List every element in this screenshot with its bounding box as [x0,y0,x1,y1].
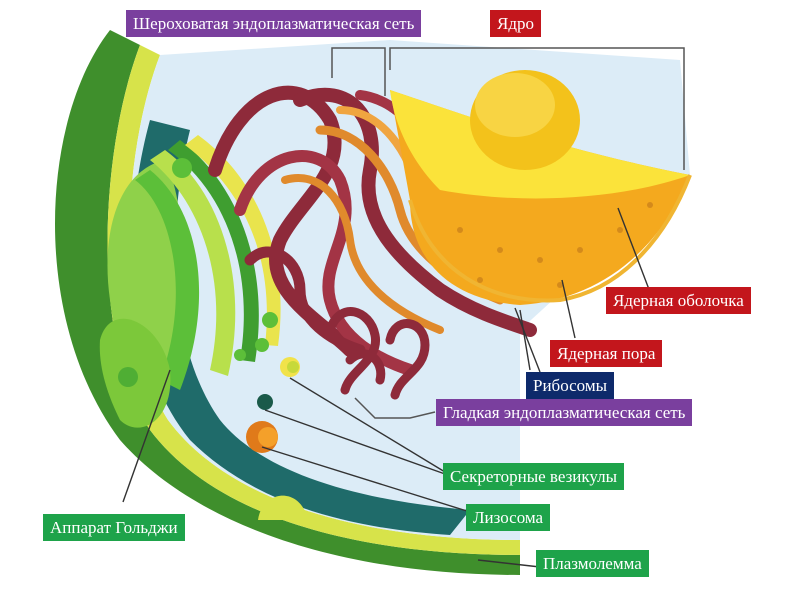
nuclear-envelope-label: Ядерная оболочка [606,287,751,314]
smooth-er-bracket [354,397,436,419]
cytoplasm-dark-region [132,120,470,535]
secretory-vesicle-2 [257,394,273,410]
nucleus-label: Ядро [490,10,541,37]
nucleus-bracket [389,47,685,170]
smooth-er-label: Гладкая эндоплазматическая сеть [436,399,693,426]
nucleus [390,70,692,305]
leader-lines [122,207,651,568]
golgi-label: Аппарат Гольджи [43,514,185,541]
secretory-vesicles-label: Секреторные везикулы [443,463,625,490]
nuclear-pore-label: Ядерная пора [550,340,663,367]
smooth-er [325,307,430,400]
plasmalemma-outer-shape [55,30,520,575]
lysosome-label: Лизосома [466,504,551,531]
lysosome-shape [246,421,278,453]
golgi-apparatus [99,135,281,428]
membrane-bump [258,495,308,520]
rough-er-label: Шероховатая эндоплазматическая сеть [126,10,422,37]
plasmalemma-label: Плазмолемма [536,550,649,577]
rough-er-bracket [331,47,386,96]
ribosomes-label: Рибосомы [526,372,615,399]
secretory-vesicle-1 [280,357,300,377]
